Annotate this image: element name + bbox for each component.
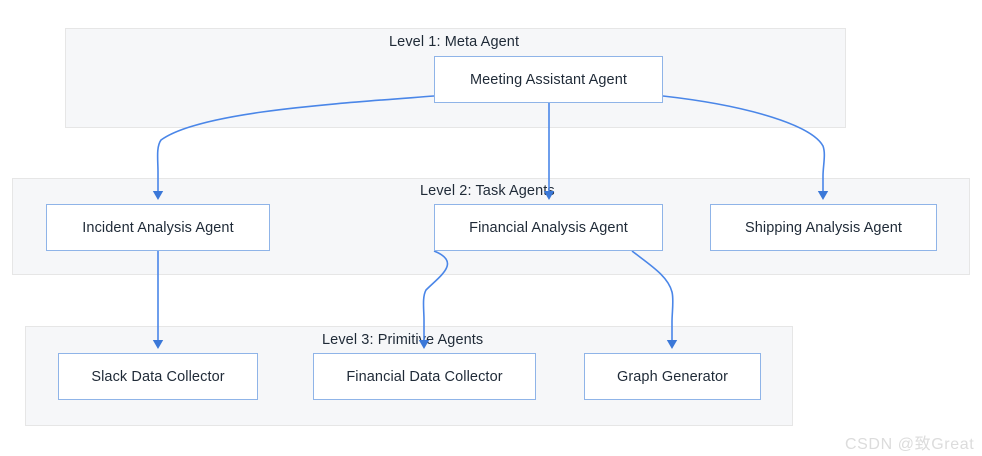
- watermark: CSDN @致Great: [845, 436, 975, 453]
- node-financial-analysis-agent[interactable]: Financial Analysis Agent: [434, 204, 663, 251]
- node-financial-data-collector[interactable]: Financial Data Collector: [313, 353, 536, 400]
- node-meeting-assistant-agent[interactable]: Meeting Assistant Agent: [434, 56, 663, 103]
- node-slack-data-collector[interactable]: Slack Data Collector: [58, 353, 258, 400]
- level-label-level-3: Level 3: Primitive Agents: [322, 332, 484, 348]
- node-shipping-analysis-agent[interactable]: Shipping Analysis Agent: [710, 204, 937, 251]
- level-label-level-2: Level 2: Task Agents: [420, 183, 555, 199]
- node-incident-analysis-agent[interactable]: Incident Analysis Agent: [46, 204, 270, 251]
- node-graph-generator[interactable]: Graph Generator: [584, 353, 761, 400]
- level-label-level-1: Level 1: Meta Agent: [389, 34, 520, 50]
